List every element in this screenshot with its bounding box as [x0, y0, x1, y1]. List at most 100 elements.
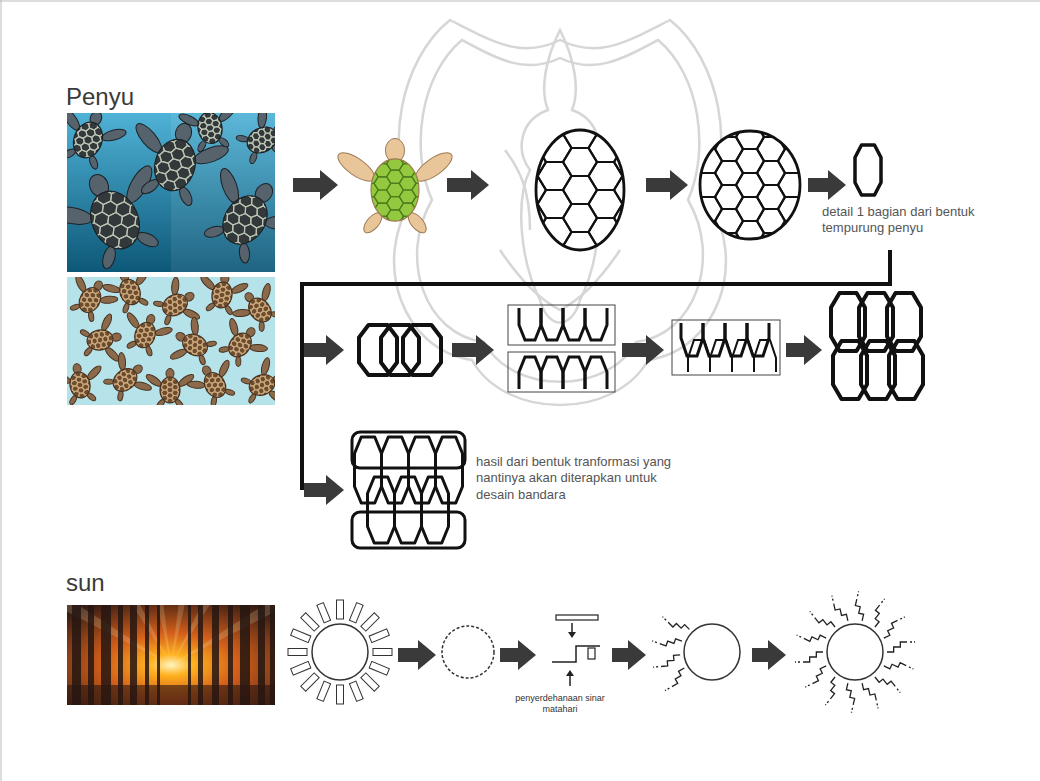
shape [247, 184, 257, 195]
shape [189, 277, 197, 282]
shape [67, 309, 68, 317]
shape [191, 150, 200, 158]
shape [132, 126, 148, 140]
shape [230, 120, 239, 128]
shape [134, 303, 142, 311]
shape [127, 304, 134, 312]
shape [117, 305, 125, 313]
shape [191, 295, 199, 302]
shape [149, 291, 157, 299]
shape [182, 135, 191, 143]
shape [180, 283, 188, 292]
shape [106, 221, 122, 235]
shape [67, 231, 81, 249]
shape [240, 261, 258, 272]
shape [70, 220, 90, 238]
shell-pattern [195, 113, 275, 203]
shape [204, 129, 214, 140]
shape [241, 289, 250, 298]
shape [222, 269, 240, 272]
shape [181, 319, 189, 328]
shape [216, 136, 226, 147]
shape [179, 122, 188, 130]
shape [264, 324, 273, 333]
shape [121, 309, 129, 317]
shape [97, 173, 113, 187]
shape [140, 302, 148, 310]
shape [67, 165, 75, 176]
shape [161, 219, 177, 233]
shape [117, 320, 125, 328]
shape [68, 315, 75, 323]
shape [198, 283, 206, 290]
shell-outline [116, 277, 144, 308]
shape [181, 165, 190, 173]
shape [222, 126, 232, 137]
shape [258, 163, 268, 174]
shape [208, 178, 226, 195]
shape [142, 277, 150, 278]
shape [123, 304, 131, 312]
shape [214, 169, 232, 186]
shape [125, 299, 133, 307]
shape [98, 213, 114, 227]
shape [109, 360, 116, 368]
shape [96, 299, 104, 307]
shape [253, 351, 262, 360]
shape [255, 184, 273, 201]
shape [160, 277, 168, 279]
shape [106, 281, 114, 289]
shape [126, 122, 138, 133]
shape [269, 298, 275, 307]
shape [81, 315, 90, 323]
shape [212, 163, 221, 171]
shape [127, 290, 135, 299]
shape [112, 160, 128, 174]
shape [202, 187, 220, 204]
shape [258, 325, 267, 334]
shape [184, 195, 202, 212]
shape [150, 277, 158, 285]
shape [72, 329, 81, 337]
shape [170, 236, 190, 254]
shape [118, 300, 125, 308]
shape [200, 302, 208, 309]
shape [241, 166, 251, 177]
shape [127, 227, 143, 241]
shape [110, 340, 118, 348]
shape [182, 224, 198, 238]
shape [95, 310, 102, 318]
shape [240, 152, 250, 163]
shape [115, 328, 122, 336]
shape [127, 302, 135, 311]
shape [70, 309, 77, 317]
shape [121, 324, 129, 332]
shape [209, 315, 217, 322]
shape [273, 302, 275, 311]
shape [106, 142, 122, 156]
shape [112, 117, 124, 128]
shape [67, 336, 73, 344]
shape [267, 278, 275, 287]
shape [111, 320, 119, 328]
shape [152, 306, 160, 315]
shape [175, 126, 191, 140]
shape [106, 292, 115, 300]
shape [239, 116, 249, 127]
shell-outline [244, 294, 275, 327]
shape [229, 158, 239, 169]
shape [181, 253, 199, 270]
shape [211, 248, 229, 265]
shape [242, 314, 251, 323]
shape [218, 322, 226, 329]
shape [121, 168, 137, 182]
shape [167, 259, 187, 272]
shape [190, 301, 198, 308]
shape [189, 277, 197, 281]
shape [223, 308, 232, 317]
shape [201, 320, 209, 329]
shape [205, 306, 213, 313]
shape [111, 335, 119, 343]
shape [222, 147, 232, 158]
shape [112, 200, 128, 214]
